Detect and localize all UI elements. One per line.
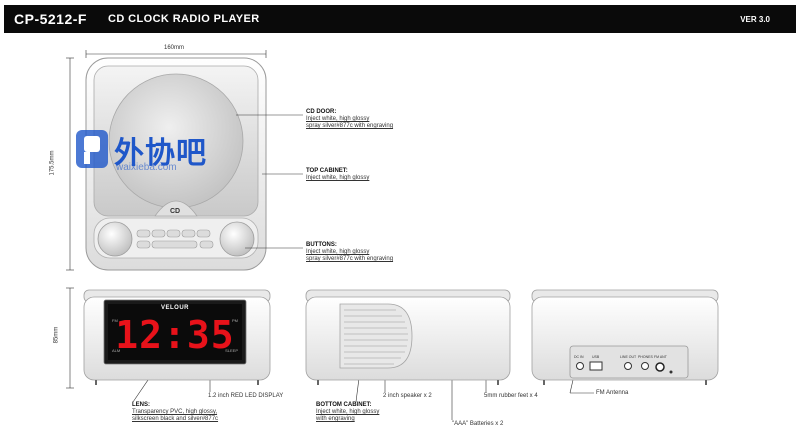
jack-label-phones: PHONES bbox=[638, 355, 653, 359]
version-label: VER 3.0 bbox=[740, 15, 770, 24]
watermark-logo-icon bbox=[76, 130, 108, 168]
cd-lift-tab bbox=[154, 200, 198, 217]
speaker-note: 2 inch speaker x 2 bbox=[383, 393, 432, 399]
buttons-callout: BUTTONS: Inject white, high glossy spray… bbox=[306, 242, 394, 262]
width-dimension: 160mm bbox=[164, 45, 185, 51]
alarm-indicator: ALM bbox=[112, 348, 121, 353]
button-panel bbox=[93, 217, 259, 259]
feet-note: 5mm rubber feet x 4 bbox=[484, 393, 538, 399]
watermark-text: 外协吧 bbox=[114, 137, 207, 170]
clock-digits: 12:35 bbox=[115, 313, 235, 357]
front-view bbox=[83, 289, 271, 385]
fm-indicator: FM bbox=[112, 318, 118, 323]
side-view bbox=[305, 289, 511, 385]
title-bar: CP-5212-F CD CLOCK RADIO PLAYER VER 3.0 bbox=[4, 5, 796, 33]
function-buttons bbox=[136, 229, 214, 249]
top-cabinet-callout: TOP CABINET: Inject white, high glossy bbox=[306, 168, 370, 181]
height-dimension: 85mm bbox=[53, 326, 60, 344]
product-title: CD CLOCK RADIO PLAYER bbox=[108, 13, 260, 25]
antenna-note: FM Antenna bbox=[596, 390, 629, 396]
model-number: CP-5212-F bbox=[14, 11, 87, 27]
led-note: 1.2 inch RED LED DISPLAY bbox=[208, 393, 284, 399]
top-view bbox=[85, 57, 267, 271]
jack-label-dc: DC IN bbox=[574, 355, 584, 359]
lens-callout: LENS: Transparency PVC, high glossy, sil… bbox=[132, 402, 219, 422]
dc-jack bbox=[576, 362, 584, 370]
fm-antenna-jack bbox=[655, 362, 665, 372]
right-knob bbox=[219, 221, 255, 257]
jack-label-usb: USB bbox=[592, 355, 600, 359]
phones-jack bbox=[641, 362, 649, 370]
back-view bbox=[531, 289, 719, 385]
usb-port bbox=[589, 361, 603, 371]
led-display: VELOUR FM ALM PM SLEEP 12:35 bbox=[108, 304, 242, 360]
bottom-cabinet-callout: BOTTOM CABINET: Inject white, high gloss… bbox=[316, 402, 380, 422]
cd-door-callout: CD DOOR: Inject white, high glossy spray… bbox=[306, 109, 394, 129]
jack-label-line-out: LINE OUT bbox=[620, 355, 637, 359]
line-out-jack bbox=[624, 362, 632, 370]
jack-label-fm-ant: FM ANT bbox=[654, 355, 667, 359]
watermark-url: waixieba.com bbox=[116, 162, 177, 173]
speaker-grille bbox=[339, 303, 413, 369]
batteries-note: "AAA" Batteries x 2 bbox=[452, 421, 504, 427]
dimension-lines bbox=[66, 50, 267, 389]
depth-dimension: 175.5mm bbox=[49, 150, 56, 176]
brand-label: VELOUR bbox=[160, 305, 189, 311]
left-knob bbox=[97, 221, 133, 257]
cd-logo: CD bbox=[170, 208, 181, 215]
sleep-indicator: SLEEP bbox=[225, 348, 238, 353]
pm-indicator: PM bbox=[232, 318, 238, 323]
